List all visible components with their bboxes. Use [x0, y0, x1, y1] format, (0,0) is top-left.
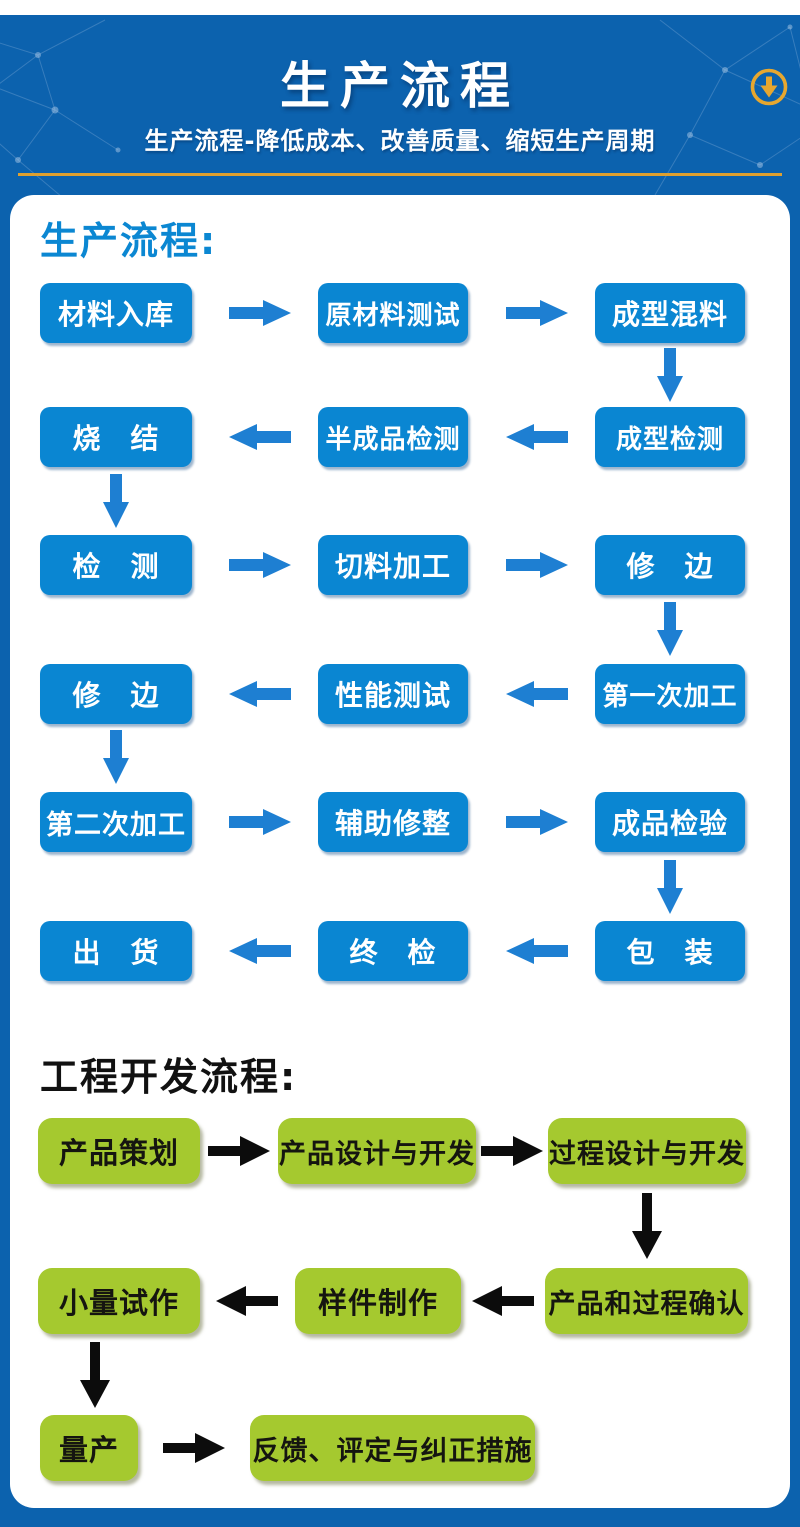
flow-step-box: 成品检验	[595, 792, 745, 852]
left-arrow-icon	[229, 938, 291, 964]
flow-step-box: 性能测试	[318, 664, 468, 724]
flow-step-box: 出 货	[40, 921, 192, 981]
down-arrow-icon	[657, 348, 683, 402]
right-arrow-icon	[506, 809, 568, 835]
left-arrow-icon	[229, 424, 291, 450]
flow-step-box: 辅助修整	[318, 792, 468, 852]
down-arrow-icon	[632, 1193, 662, 1259]
flow-step-box: 样件制作	[295, 1268, 461, 1334]
flow-step-box: 量产	[40, 1415, 138, 1481]
engineering-flow-heading: 工程开发流程:	[40, 1055, 298, 1099]
page-title: 生产流程	[280, 57, 520, 115]
flow-step-box: 原材料测试	[318, 283, 468, 343]
flow-step-box: 烧 结	[40, 407, 192, 467]
gold-divider	[18, 173, 782, 176]
page-subtitle: 生产流程-降低成本、改善质量、缩短生产周期	[144, 127, 656, 155]
flow-step-box: 修 边	[40, 664, 192, 724]
left-arrow-icon	[506, 938, 568, 964]
down-arrow-icon	[103, 730, 129, 784]
right-arrow-icon	[506, 552, 568, 578]
flow-step-box: 过程设计与开发	[548, 1118, 746, 1184]
left-arrow-icon	[506, 681, 568, 707]
flow-step-box: 反馈、评定与纠正措施	[250, 1415, 535, 1481]
right-arrow-icon	[229, 552, 291, 578]
production-flow-heading: 生产流程:	[40, 219, 218, 263]
left-arrow-icon	[216, 1286, 278, 1316]
down-arrow-icon	[657, 860, 683, 914]
flow-step-box: 成型检测	[595, 407, 745, 467]
left-arrow-icon	[472, 1286, 534, 1316]
right-arrow-icon	[229, 809, 291, 835]
flow-step-box: 第一次加工	[595, 664, 745, 724]
circle-down-arrow-icon[interactable]	[748, 66, 790, 108]
down-arrow-icon	[103, 474, 129, 528]
right-arrow-icon	[208, 1136, 270, 1166]
flow-step-box: 产品策划	[38, 1118, 200, 1184]
flow-step-box: 产品和过程确认	[545, 1268, 748, 1334]
flow-step-box: 检 测	[40, 535, 192, 595]
top-white-strip	[0, 0, 800, 15]
flow-step-box: 包 装	[595, 921, 745, 981]
flow-step-box: 修 边	[595, 535, 745, 595]
down-arrow-icon	[80, 1342, 110, 1408]
right-arrow-icon	[229, 300, 291, 326]
flow-step-box: 产品设计与开发	[278, 1118, 476, 1184]
flow-step-box: 半成品检测	[318, 407, 468, 467]
right-arrow-icon	[481, 1136, 543, 1166]
flow-step-box: 小量试作	[38, 1268, 200, 1334]
right-arrow-icon	[506, 300, 568, 326]
right-arrow-icon	[163, 1433, 225, 1463]
left-arrow-icon	[229, 681, 291, 707]
down-arrow-icon	[657, 602, 683, 656]
flow-step-box: 切料加工	[318, 535, 468, 595]
flow-step-box: 成型混料	[595, 283, 745, 343]
flow-step-box: 第二次加工	[40, 792, 192, 852]
flow-step-box: 材料入库	[40, 283, 192, 343]
left-arrow-icon	[506, 424, 568, 450]
flow-step-box: 终 检	[318, 921, 468, 981]
